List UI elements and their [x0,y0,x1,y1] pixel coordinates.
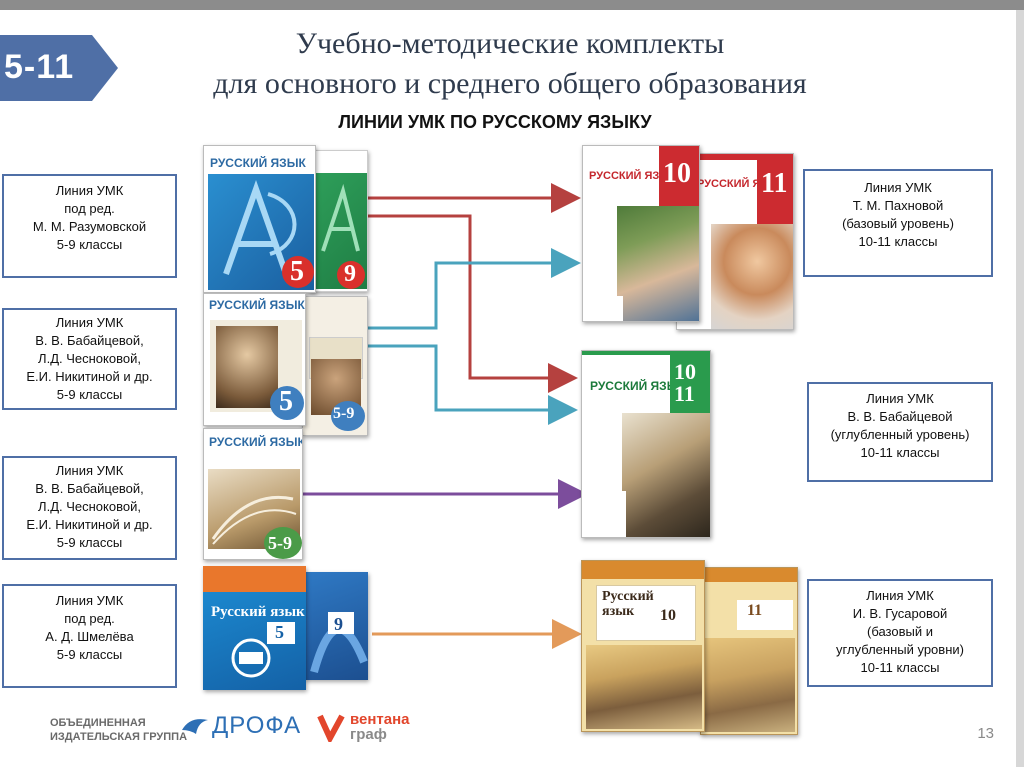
book-title: Русский язык [211,604,305,621]
book-cover-gusarova-11: 11 [700,567,798,735]
book-cover-shmelev-5: Русский язык 5 [203,566,306,690]
book-cover-gusarova-10: Русский язык 10 [581,560,705,732]
arrow-razum-to-babaitseva1011 [368,216,572,378]
box-line: Линия УМК [809,587,991,605]
box-line: Л.Д. Чесноковой, [4,350,175,368]
book-grade: 5 [290,256,304,288]
box-line: Линия УМК [809,390,991,408]
book-grade: 10 [663,158,691,190]
book-cover-babaitseva-59: 5-9 [302,296,368,436]
box-line: И. В. Гусаровой [809,605,991,623]
box-line: Линия УМК [4,592,175,610]
ventana-logo-text: вентана граф [350,712,410,742]
box-line: 10-11 классы [809,659,991,677]
box-line: 5-9 классы [4,386,175,404]
drofa-logo-text: ДРОФА [212,712,301,740]
book-title: Русский язык [602,589,662,619]
book-title: РУССКИЙ ЯЗЫК [209,435,303,449]
left-line-box-razumovskaya: Линия УМК под ред. М. М. Разумовской 5-9… [2,174,177,278]
book-grade: 10 [660,607,676,625]
book-grade: 5-9 [268,533,292,554]
box-line: В. В. Бабайцевой, [4,480,175,498]
box-line: Линия УМК [805,179,991,197]
book-cover-razumovskaya-9: 9 [308,150,368,292]
book-title: РУССКИЙ ЯЗЫК [209,298,305,312]
left-line-box-babaitseva-1: Линия УМК В. В. Бабайцевой, Л.Д. Чесноко… [2,308,177,410]
box-line: 10-11 классы [805,233,991,251]
box-line: (базовый уровень) [805,215,991,233]
ventana-line1: вентана [350,712,410,727]
book-grade: 9 [344,261,356,288]
box-line: (углубленный уровень) [809,426,991,444]
box-line: Т. М. Пахновой [805,197,991,215]
book-grade: 11 [747,602,762,620]
box-line: углубленный уровни) [809,641,991,659]
left-line-box-shmelev: Линия УМК под ред. А. Д. Шмелёва 5-9 кла… [2,584,177,688]
page-number: 13 [977,725,994,742]
ventana-line2: граф [350,727,410,742]
book-title: РУССКИЙ ЯЗЫК [210,156,306,170]
ventana-logo-icon [316,712,346,742]
box-line: Л.Д. Чесноковой, [4,498,175,516]
box-line: (базовый и [809,623,991,641]
box-line: М. М. Разумовской [4,218,175,236]
book-grade: 11 [761,168,787,200]
box-line: 5-9 классы [4,646,175,664]
book-cover-razumovskaya-5: РУССКИЙ ЯЗЫК 5 [203,145,316,293]
box-line: Линия УМК [4,314,175,332]
box-line: Е.И. Никитиной и др. [4,368,175,386]
book-cover-babaitseva-1011: РУССКИЙ ЯЗЫК 10 11 [581,350,711,538]
book-cover-babaitseva-5: РУССКИЙ ЯЗЫК 5 [203,293,306,426]
book-cover-shmelev-9: 9 [304,572,368,680]
book-cover-theory-59: РУССКИЙ ЯЗЫК 5-9 [203,428,303,560]
box-line: под ред. [4,200,175,218]
box-line: 5-9 классы [4,236,175,254]
publisher-group-line1: ОБЪЕДИНЕННАЯ [50,716,187,730]
publisher-group-line2: ИЗДАТЕЛЬСКАЯ ГРУППА [50,730,187,744]
book-grade: 10 11 [674,361,704,405]
book-grade: 5-9 [333,405,354,423]
left-line-box-babaitseva-2: Линия УМК В. В. Бабайцевой, Л.Д. Чесноко… [2,456,177,560]
right-line-box-gusarova: Линия УМК И. В. Гусаровой (базовый и угл… [807,579,993,687]
drofa-bird-icon [180,712,210,742]
book-cover-pakhnova-10: РУССКИЙ ЯЗЫК 10 [582,145,700,322]
box-line: под ред. [4,610,175,628]
box-line: Линия УМК [4,462,175,480]
book-grade: 5 [279,386,293,418]
box-line: А. Д. Шмелёва [4,628,175,646]
book-grade: 9 [334,614,343,635]
right-line-box-pakhnova: Линия УМК Т. М. Пахновой (базовый уровен… [803,169,993,277]
box-line: 5-9 классы [4,534,175,552]
box-line: Линия УМК [4,182,175,200]
box-line: В. В. Бабайцевой, [4,332,175,350]
box-line: Е.И. Никитиной и др. [4,516,175,534]
right-line-box-babaitseva: Линия УМК В. В. Бабайцевой (углубленный … [807,382,993,482]
box-line: В. В. Бабайцевой [809,408,991,426]
publisher-group-logo: ОБЪЕДИНЕННАЯ ИЗДАТЕЛЬСКАЯ ГРУППА [50,716,187,744]
box-line: 10-11 классы [809,444,991,462]
